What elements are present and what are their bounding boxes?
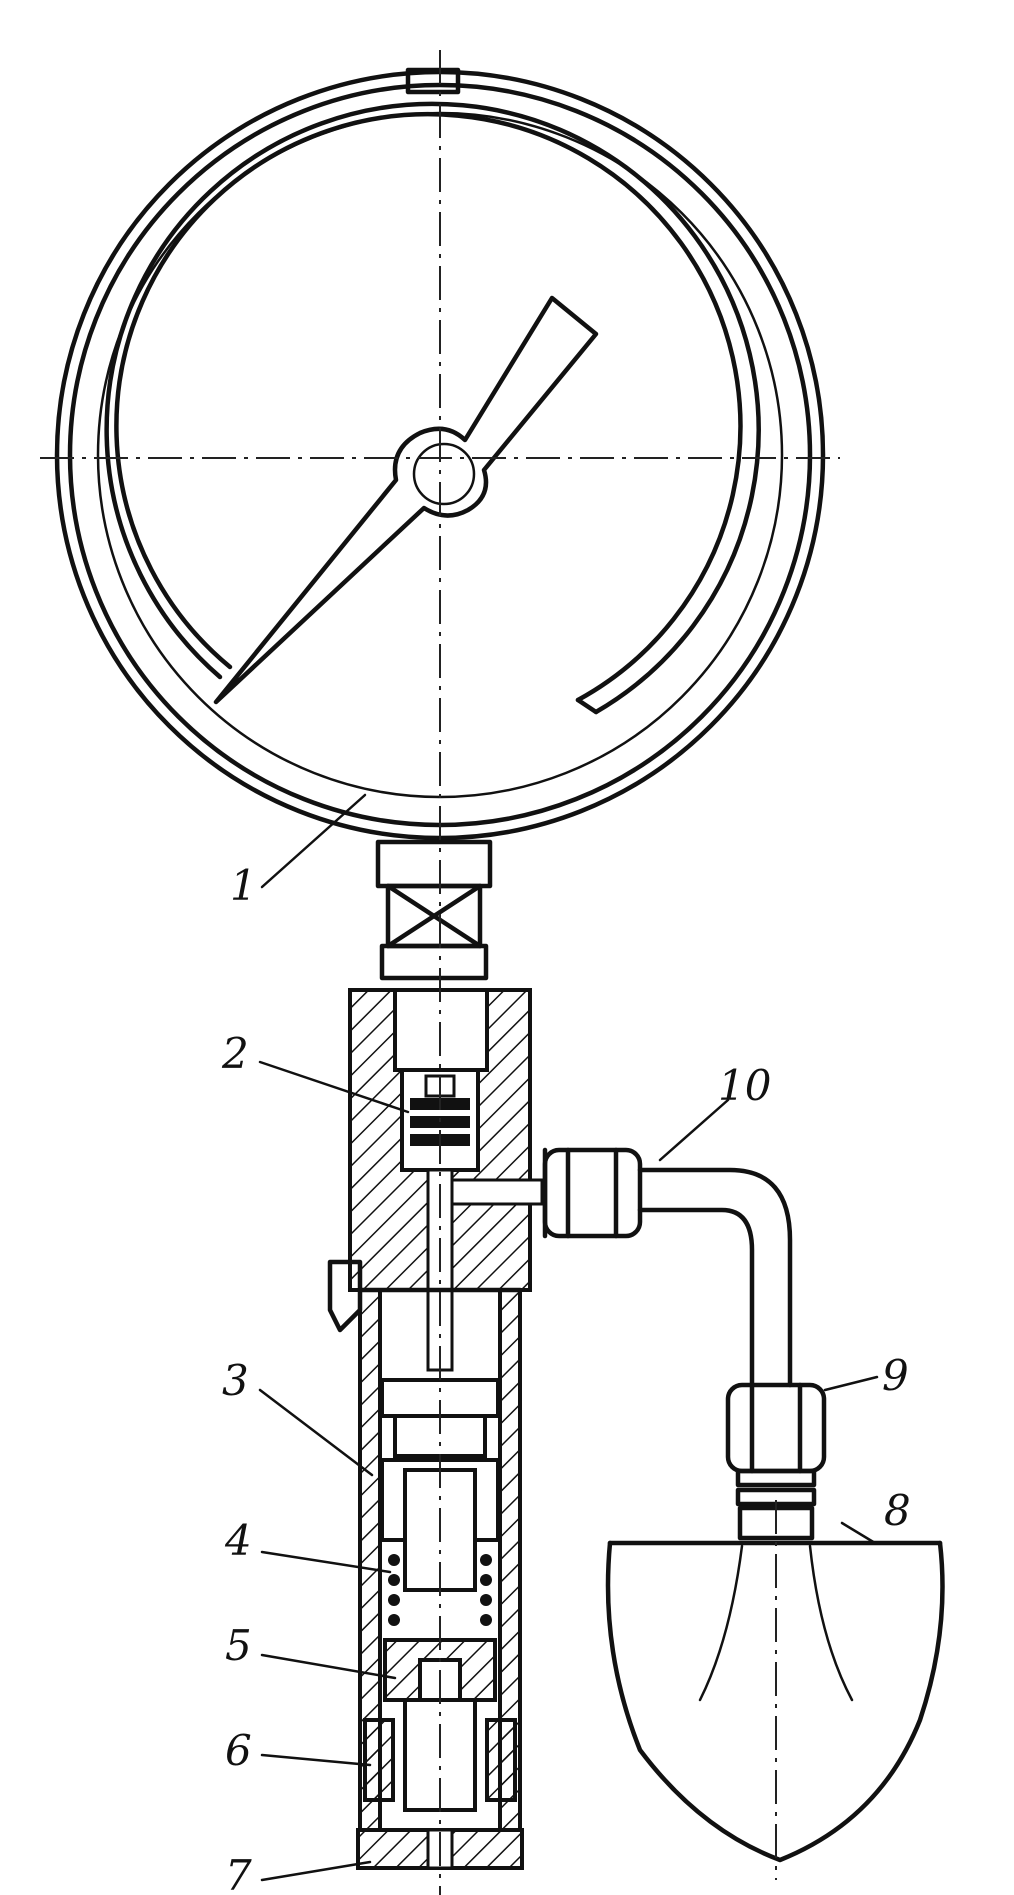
union-nut bbox=[725, 1382, 827, 1541]
callout-3: 3 bbox=[222, 1356, 249, 1405]
spring bbox=[388, 1554, 492, 1626]
callout-10: 10 bbox=[718, 1061, 771, 1110]
tester-body bbox=[327, 988, 544, 1870]
callout-6: 6 bbox=[225, 1726, 252, 1775]
connection-tube bbox=[542, 1147, 793, 1388]
callout-8: 8 bbox=[884, 1486, 911, 1535]
leader-lines bbox=[258, 793, 879, 1882]
callout-5: 5 bbox=[225, 1621, 252, 1670]
callout-4: 4 bbox=[224, 1516, 252, 1565]
callout-9: 9 bbox=[882, 1351, 909, 1400]
callout-7: 7 bbox=[225, 1851, 252, 1895]
centre-lines bbox=[40, 50, 840, 1895]
callout-1: 1 bbox=[230, 861, 257, 910]
gauge-needle bbox=[213, 295, 599, 705]
callout-labels: 1 2 3 4 5 6 7 8 9 10 bbox=[221, 861, 911, 1895]
callout-2: 2 bbox=[221, 1029, 249, 1078]
